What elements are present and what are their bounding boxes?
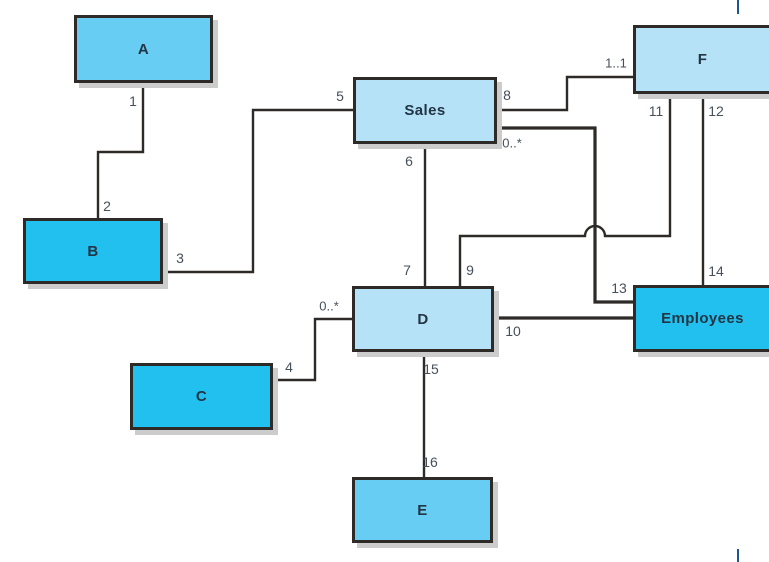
entity-label: F: [697, 51, 708, 68]
entity-box-employees: Employees: [633, 285, 769, 352]
entity-box-f: F: [633, 25, 769, 94]
entity-box-d: D: [352, 286, 494, 352]
connector-a-b: [96, 83, 145, 218]
entity-label: D: [417, 310, 429, 328]
connector-label-11: 11: [648, 103, 664, 119]
connector-label-2: 2: [103, 198, 111, 214]
connector-label-13: 13: [611, 280, 627, 296]
connector-label-7: 7: [403, 262, 411, 278]
connector-label-5: 5: [336, 88, 344, 104]
connector-sales-employees: [497, 126, 633, 304]
entity-box-sales: Sales: [353, 77, 497, 144]
connector-label-16: 16: [422, 454, 438, 470]
multiplicity-label-sales: 0..*: [502, 135, 522, 151]
connector-sales-f: [497, 75, 633, 112]
multiplicity-label-f: 1..1: [605, 55, 627, 71]
page-crop-mark-bottom-right: [737, 549, 739, 562]
connector-label-6: 6: [405, 153, 413, 169]
connector-c-d: [273, 317, 352, 382]
connector-label-3: 3: [176, 250, 184, 266]
connector-label-15: 15: [423, 361, 439, 377]
entity-box-a: A: [74, 15, 213, 83]
entity-label: A: [137, 40, 150, 58]
connector-label-12: 12: [708, 103, 724, 119]
connector-f-d-with-hop: [458, 94, 672, 286]
connector-label-1: 1: [129, 93, 137, 109]
entity-label: C: [195, 388, 208, 405]
connector-label-8: 8: [503, 87, 511, 103]
connector-label-4: 4: [285, 359, 293, 375]
connector-label-9: 9: [466, 262, 474, 278]
connector-label-14: 14: [708, 263, 724, 279]
multiplicity-label-d: 0..*: [319, 298, 339, 314]
entity-box-b: B: [23, 218, 163, 284]
entity-label: B: [87, 242, 99, 260]
connector-b-sales: [163, 108, 353, 274]
entity-label: Sales: [404, 102, 446, 119]
entity-box-e: E: [352, 477, 493, 543]
entity-label: Employees: [661, 310, 744, 327]
entity-label: E: [417, 501, 428, 519]
connector-label-10: 10: [505, 323, 521, 339]
page-crop-mark-top-right: [737, 0, 739, 14]
entity-box-c: C: [130, 363, 273, 430]
